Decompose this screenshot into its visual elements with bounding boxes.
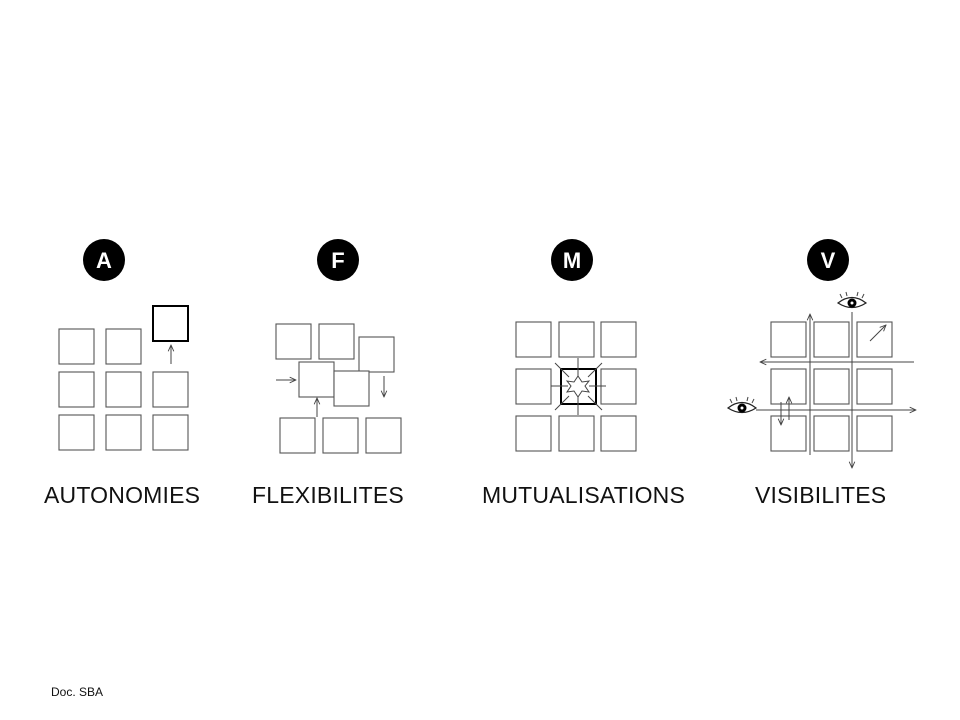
badge-f: F bbox=[317, 239, 359, 281]
flexibilites-panel: F bbox=[275, 239, 402, 454]
badge-letter-v: V bbox=[821, 248, 836, 273]
document-credit: Doc. SBA bbox=[51, 685, 104, 699]
arrow-icon bbox=[869, 325, 886, 342]
autonomies-grid bbox=[58, 305, 189, 451]
flexibilites-grid bbox=[275, 323, 402, 454]
badge-letter-m: M bbox=[563, 248, 581, 273]
burst-icon bbox=[551, 358, 606, 415]
badge-m: M bbox=[551, 239, 593, 281]
visibilites-panel: V bbox=[726, 239, 916, 468]
visibilites-grid bbox=[770, 321, 893, 452]
caption-autonomies: AUTONOMIES bbox=[44, 482, 201, 508]
eye-icon bbox=[726, 396, 758, 414]
badge-letter-a: A bbox=[96, 248, 112, 273]
mutualisations-panel: M bbox=[515, 239, 637, 452]
mutualisations-grid bbox=[515, 321, 637, 452]
badge-a: A bbox=[83, 239, 125, 281]
caption-visibilites: VISIBILITES bbox=[755, 482, 887, 508]
autonomies-panel: A bbox=[58, 239, 189, 451]
badge-letter-f: F bbox=[331, 248, 344, 273]
caption-mutualisations: MUTUALISATIONS bbox=[482, 482, 686, 508]
eye-icon bbox=[836, 291, 868, 309]
caption-flexibilites: FLEXIBILITES bbox=[252, 482, 404, 508]
badge-v: V bbox=[807, 239, 849, 281]
